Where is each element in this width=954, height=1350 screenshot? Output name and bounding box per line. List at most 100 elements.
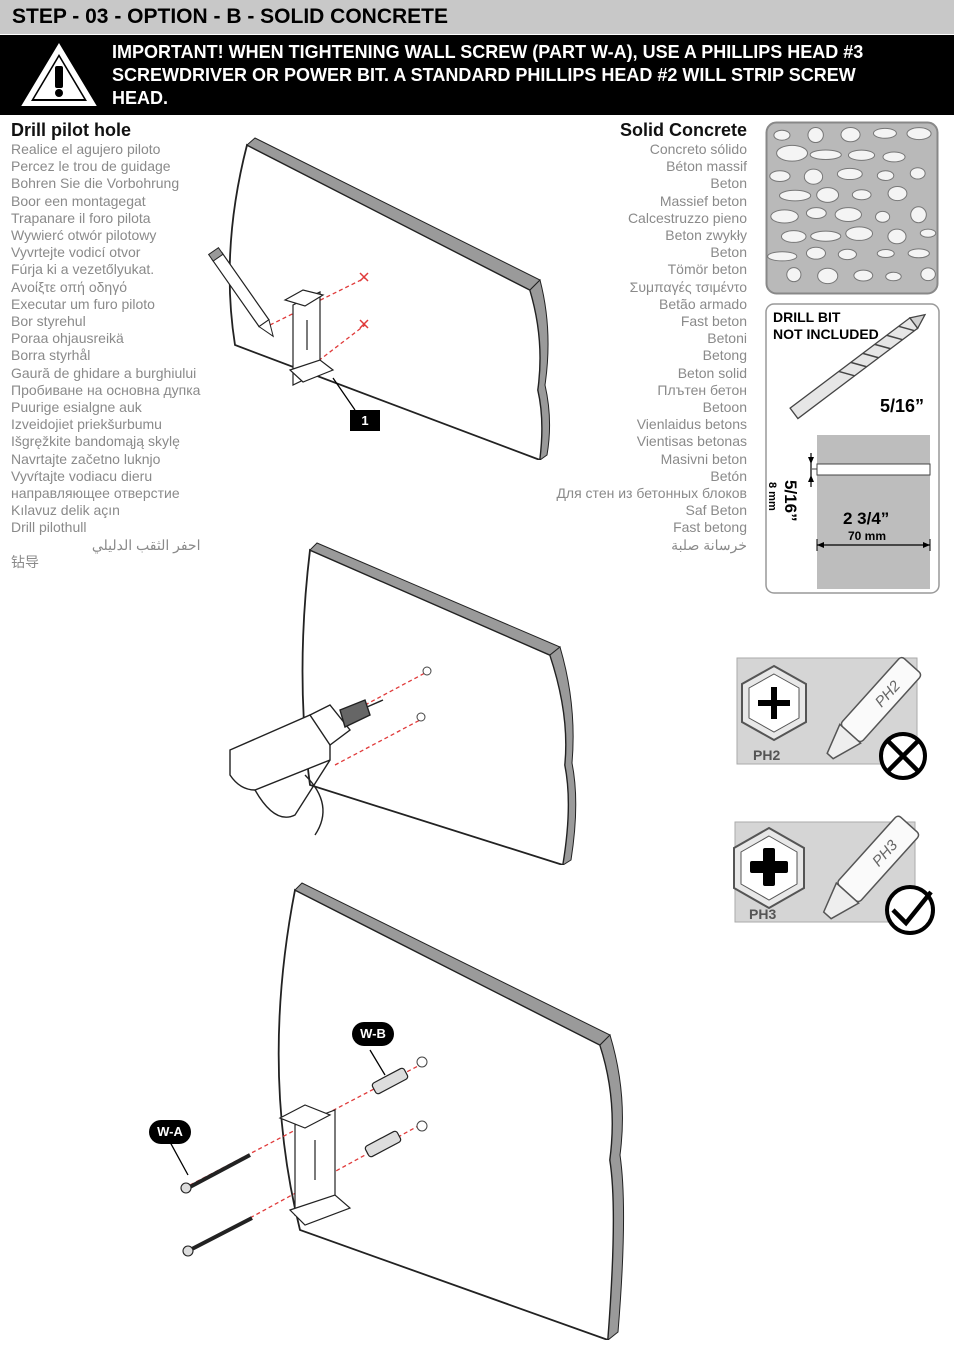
- drill-bit-panel: [765, 303, 940, 594]
- drill-holes-illustration: [229, 542, 577, 865]
- right-translation: Saf Beton: [685, 502, 748, 519]
- pebble: [885, 271, 902, 282]
- pebble: [845, 226, 874, 241]
- pebble: [882, 151, 906, 163]
- bit-size-label: 5/16”: [880, 396, 925, 416]
- pebble: [780, 230, 807, 243]
- left-translation: Percez le trou de guidage: [11, 158, 171, 175]
- left-translation: Navrtajte začetno luknjo: [11, 450, 161, 467]
- pebble: [776, 144, 809, 162]
- hole-depth-inch: 2 3/4”: [843, 509, 890, 528]
- right-translation: Calcestruzzo pieno: [627, 209, 747, 226]
- right-translation: Плътен бетон: [657, 381, 747, 398]
- pebble: [840, 127, 861, 143]
- not-included-label: NOT INCLUDED: [773, 326, 879, 342]
- left-translation: Išgręžkite bandomąją skylę: [11, 433, 180, 450]
- pebble: [910, 206, 927, 224]
- wall-anchor-icon: [364, 1067, 409, 1158]
- left-translation: Fúrja ki a vezetőlyukat.: [11, 261, 155, 278]
- right-translation: Vientisas betonas: [636, 433, 747, 450]
- pebble: [809, 149, 842, 161]
- right-translation: Betoni: [707, 330, 747, 347]
- pebble: [805, 207, 827, 220]
- left-translation: Executar um furo piloto: [11, 295, 155, 312]
- right-translation: Betón: [710, 467, 747, 484]
- ph2-label: PH2: [753, 747, 780, 763]
- ph3-label: PH3: [749, 906, 776, 922]
- pebble: [834, 207, 862, 223]
- concrete-texture-illustration: [765, 121, 939, 295]
- drill-bit-label: DRILL BIT: [773, 309, 841, 325]
- right-translation: Для стен из бетонных блоков: [556, 485, 747, 502]
- pebble: [769, 170, 791, 182]
- page-title: STEP - 03 - OPTION - B - SOLID CONCRETE: [12, 5, 448, 28]
- left-translation: Ανοίξτε οπή οδηγό: [11, 278, 127, 295]
- ph3-screwdriver-bit-icon: PH3: [822, 815, 920, 920]
- ph2-bit-illustration: PH2 PH2: [736, 656, 927, 780]
- wall-screw-icon: [180, 1153, 253, 1257]
- left-translation: Пробиване на основна дупка: [11, 381, 201, 398]
- pebble: [805, 246, 826, 260]
- pebble: [786, 267, 802, 283]
- pebble: [872, 127, 897, 139]
- right-translation: Concreto sólido: [649, 141, 747, 157]
- left-translation: Wywierć otwór pilotowy: [11, 227, 157, 244]
- hole-diameter-mm: 8 mm: [766, 482, 778, 511]
- right-translation: Masivni beton: [660, 450, 747, 467]
- pebble: [875, 210, 891, 223]
- warning-triangle-icon: [21, 43, 97, 106]
- pebble: [817, 267, 839, 285]
- left-translation: Izveidojiet priekšurbumu: [11, 416, 162, 433]
- right-translation: Fast beton: [680, 313, 747, 330]
- pebble: [816, 187, 840, 203]
- checkmark-circle-icon: [885, 885, 935, 935]
- right-translation: Betong: [702, 347, 747, 364]
- warning-banner: [0, 35, 954, 115]
- left-translation: 钻导: [11, 553, 39, 570]
- right-translation: Beton zwykły: [665, 227, 747, 244]
- pebble: [907, 248, 930, 259]
- masonry-drill-bit-icon: [789, 313, 927, 420]
- pebble: [887, 185, 908, 202]
- pebble: [876, 249, 895, 259]
- mark-holes-illustration: [207, 137, 551, 460]
- left-translation: Drill pilothull: [11, 519, 87, 536]
- warning-line-3: HEAD.: [112, 88, 169, 108]
- left-translation: Bohren Sie die Vorbohrung: [11, 175, 180, 192]
- right-translation: Beton: [710, 244, 747, 261]
- screw-part-callout: W-A: [149, 1120, 191, 1144]
- right-translation: Beton solid: [677, 364, 747, 381]
- left-translation: احفر الثقب الدليلي: [91, 536, 201, 553]
- ph2-screwdriver-bit-icon: PH2: [826, 656, 922, 760]
- right-translation: Betão armado: [659, 295, 747, 312]
- power-drill-icon: [229, 699, 384, 836]
- pebble: [853, 269, 874, 282]
- right-translation: Béton massif: [666, 158, 747, 175]
- pencil-icon: [207, 246, 275, 338]
- pebble: [837, 248, 857, 261]
- pebble: [847, 149, 876, 161]
- pebble: [920, 267, 936, 282]
- hole-diameter-inch: 5/16”: [781, 480, 800, 522]
- right-translation: خرسانة صلبة: [671, 536, 747, 553]
- right-translation: Betoon: [702, 399, 747, 416]
- left-translation: Poraa ohjausreikä: [11, 330, 124, 347]
- pebble: [836, 167, 863, 181]
- right-translation: Vienlaidus betons: [636, 416, 747, 433]
- pebble: [767, 251, 798, 262]
- drill-pilot-hole-heading: Drill pilot hole: [11, 120, 131, 140]
- drill-bit-not-included-label: DRILL BIT NOT INCLUDED: [773, 309, 879, 343]
- cross-circle-icon: [879, 732, 927, 780]
- pebble: [803, 168, 824, 185]
- wall-bracket-icon: [283, 289, 335, 386]
- anchor-part-callout: W-B: [352, 1022, 394, 1046]
- left-translation: Puurige esialgne auk: [11, 399, 142, 416]
- pebble: [810, 230, 842, 242]
- right-translation: Συμπαγές τσιμέντο: [629, 278, 747, 295]
- pebble: [773, 129, 791, 141]
- pebble: [770, 209, 799, 224]
- install-anchors-illustration: [169, 882, 625, 1340]
- pebble: [807, 127, 824, 144]
- pebble: [876, 170, 895, 182]
